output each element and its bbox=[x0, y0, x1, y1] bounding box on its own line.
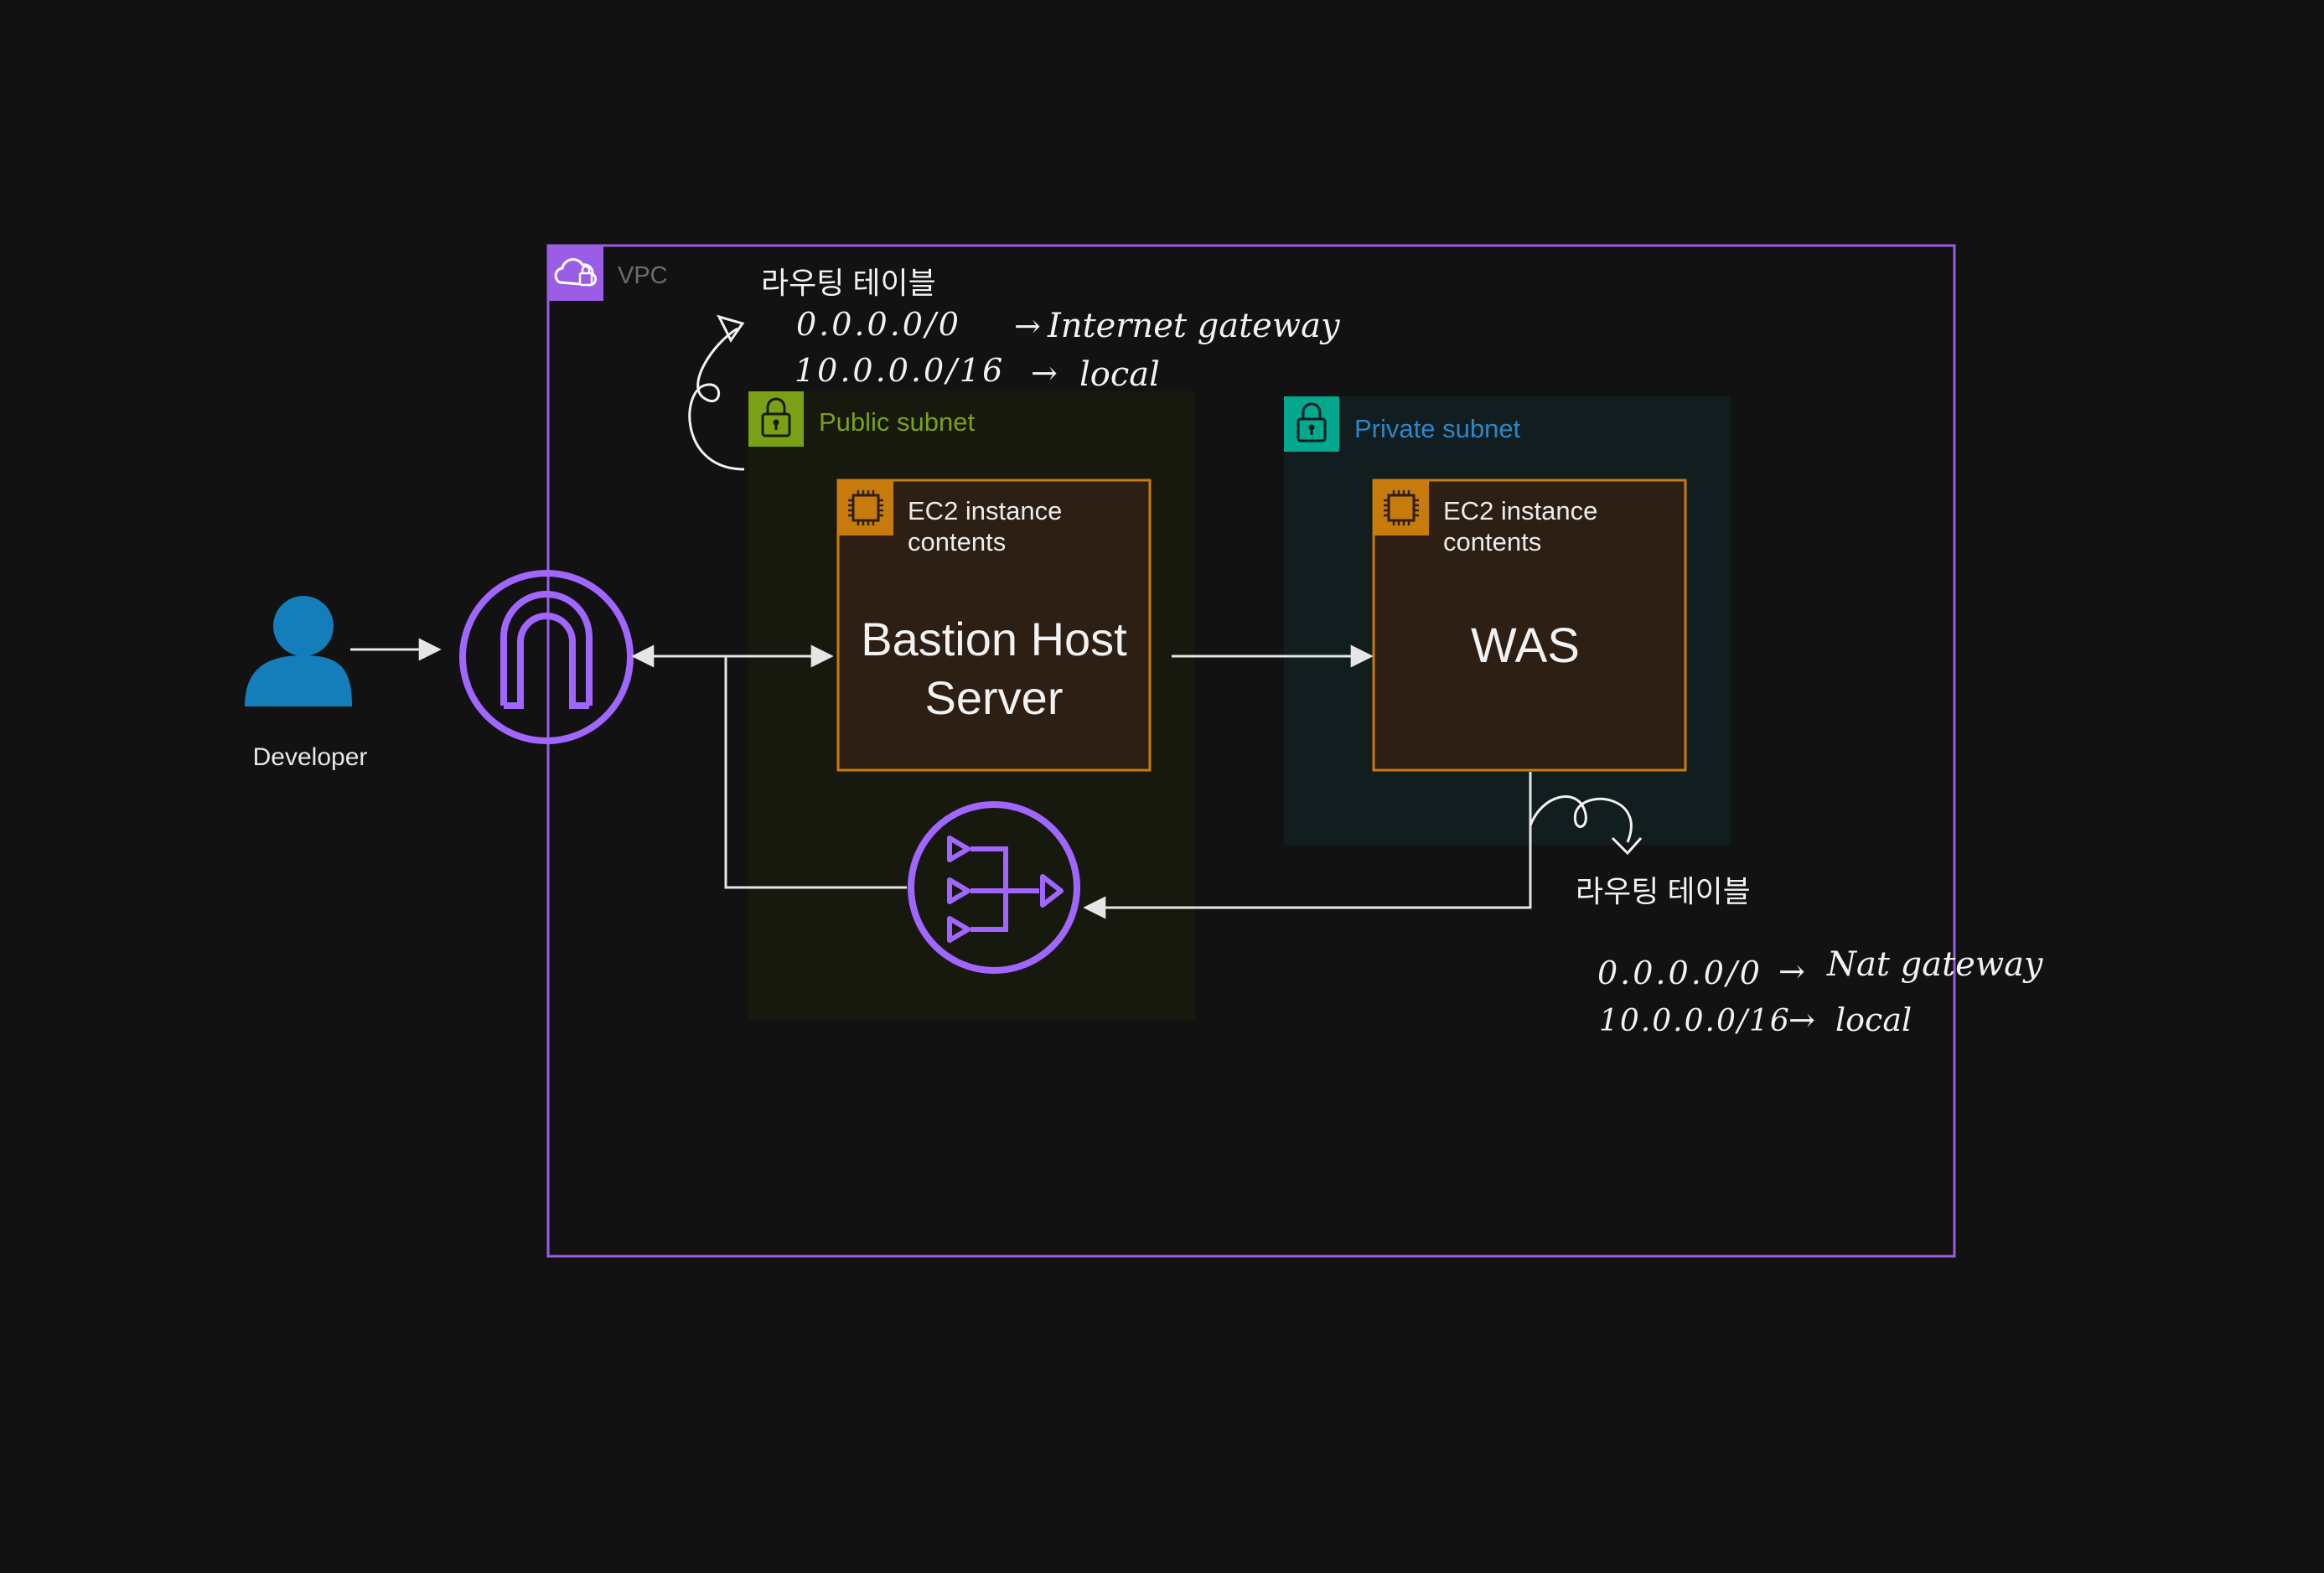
private-route-table: 라우팅 테이블 0.0.0.0/0 → Nat gateway 10.0.0.0… bbox=[1529, 795, 2044, 1038]
connectors bbox=[350, 638, 1532, 919]
private-route-table-curl-arrow bbox=[1529, 795, 1633, 843]
vpc-label: VPC bbox=[618, 262, 668, 289]
public-subnet-label: Public subnet bbox=[819, 407, 976, 437]
route-arrow: → bbox=[1031, 354, 1058, 391]
route-destination: 0.0.0.0/0 bbox=[796, 306, 961, 343]
public-route-table: 라우팅 테이블 0.0.0.0/0 → Internet gateway 10.… bbox=[688, 266, 1341, 471]
route-destination: 0.0.0.0/0 bbox=[1597, 955, 1762, 991]
bastion-host-instance: EC2 instance contents Bastion Host Serve… bbox=[836, 479, 1152, 772]
was-instance: EC2 instance contents WAS bbox=[1372, 479, 1687, 772]
ec2-header-line2: contents bbox=[1443, 527, 1541, 556]
vpc-container: VPC bbox=[546, 244, 1956, 1258]
ec2-chip-icon bbox=[838, 480, 893, 536]
route-table-title: 라우팅 테이블 bbox=[1576, 874, 1751, 908]
public-route-table-curl-arrow bbox=[688, 327, 745, 471]
ec2-header-line1: EC2 instance bbox=[908, 496, 1062, 525]
route-table-title: 라우팅 테이블 bbox=[761, 266, 936, 300]
ec2-header-line1: EC2 instance bbox=[1443, 496, 1597, 525]
route-destination: 10.0.0.0/16 bbox=[1599, 1004, 1791, 1038]
nat-to-igw-line bbox=[724, 656, 907, 889]
private-route-table-curl-arrowhead bbox=[1611, 836, 1643, 856]
route-destination: 10.0.0.0/16 bbox=[795, 352, 1005, 389]
lock-icon bbox=[1284, 396, 1339, 452]
developer-label: Developer bbox=[253, 743, 368, 771]
route-arrow: → bbox=[1778, 953, 1805, 990]
was-title: WAS bbox=[1471, 618, 1580, 673]
nat-gateway-icon bbox=[908, 801, 1080, 974]
route-target: Nat gateway bbox=[1826, 945, 2044, 984]
was-to-nat-arrow bbox=[1083, 772, 1532, 919]
route-arrow: → bbox=[1014, 308, 1041, 344]
vpc-cloud-lock-icon bbox=[548, 246, 603, 301]
ec2-chip-icon bbox=[1374, 480, 1429, 536]
bastion-title-line1: Bastion Host bbox=[861, 613, 1127, 665]
bastion-title-line2: Server bbox=[925, 671, 1064, 724]
internet-gateway-icon bbox=[459, 570, 634, 744]
route-arrow: → bbox=[1788, 1001, 1815, 1038]
developer: Developer bbox=[245, 596, 367, 771]
route-target: local bbox=[1079, 355, 1160, 394]
lock-icon bbox=[748, 391, 804, 447]
ec2-header-line2: contents bbox=[908, 527, 1006, 556]
user-icon bbox=[245, 596, 352, 706]
private-subnet-label: Private subnet bbox=[1354, 414, 1521, 443]
route-target: Internet gateway bbox=[1047, 307, 1341, 345]
public-route-table-curl-arrowhead bbox=[717, 314, 745, 343]
route-target: local bbox=[1835, 1001, 1912, 1038]
